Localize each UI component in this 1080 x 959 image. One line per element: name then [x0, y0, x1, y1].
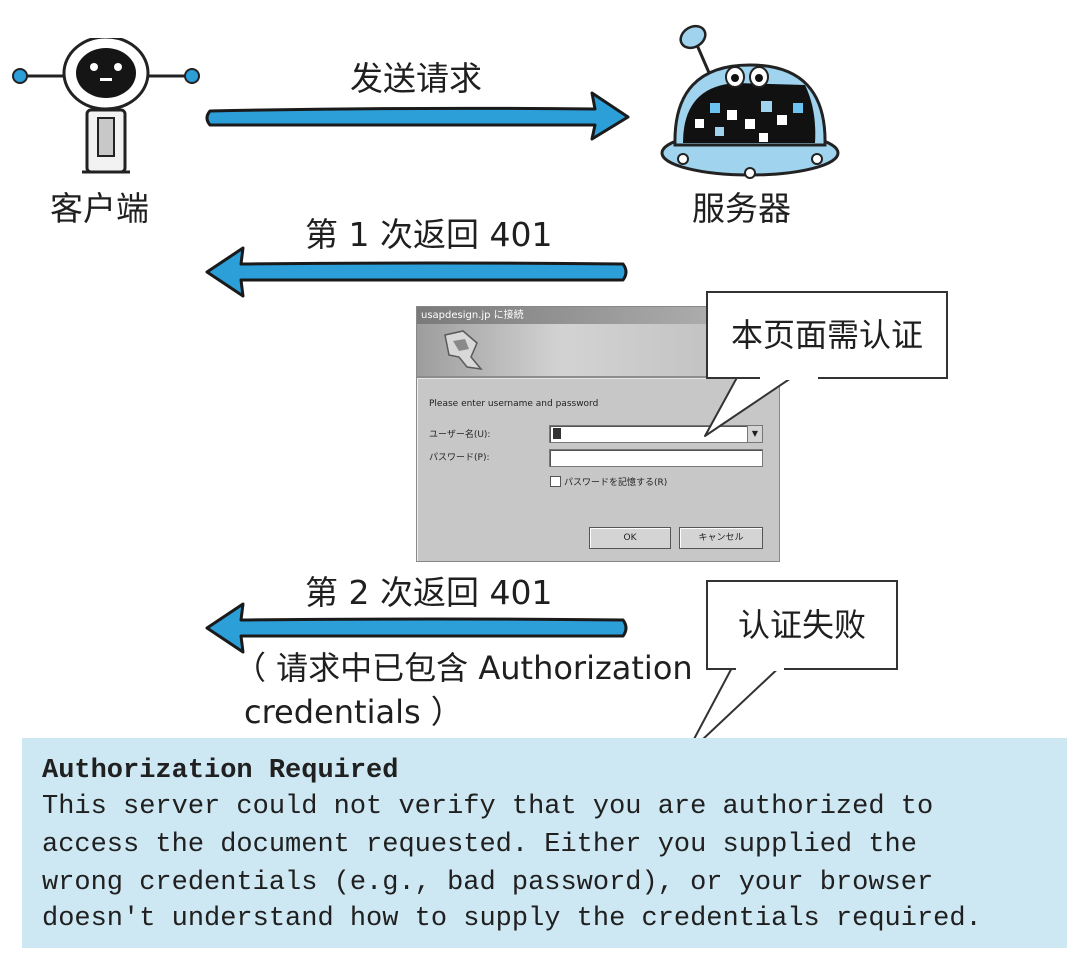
second-return-note-line2: credentials ） [244, 693, 463, 731]
ok-button[interactable]: OK [589, 527, 671, 549]
remember-checkbox[interactable] [550, 476, 561, 487]
first-return-arrow [205, 246, 628, 298]
user-icon [553, 428, 561, 439]
client-robot-icon [12, 38, 200, 174]
error-line: This server could not verify that you ar… [42, 792, 934, 822]
username-label: ユーザー名(U): [429, 430, 491, 440]
callout-auth-required-text: 本页面需认证 [730, 316, 923, 354]
error-title: Authorization Required [42, 756, 399, 786]
error-line: wrong credentials (e.g., bad password), … [42, 868, 934, 898]
dialog-title: usapdesign.jp に接続 [417, 307, 779, 324]
error-page: Authorization Required This server could… [22, 738, 1067, 948]
remember-label: パスワードを記憶する(R) [564, 478, 668, 488]
second-return-note-line1: （ 请求中已包含 Authorization [234, 649, 693, 687]
second-return-label: 第 2 次返回 401 [305, 573, 553, 612]
error-line: access the document requested. Either yo… [42, 830, 917, 860]
server-label: 服务器 [692, 189, 791, 228]
dialog-key-icon [444, 330, 483, 371]
request-arrow [205, 91, 630, 141]
dropdown-arrow-icon[interactable]: ▼ [747, 426, 762, 442]
password-field[interactable] [549, 449, 763, 467]
second-return-arrow [205, 602, 628, 654]
callout-auth-failed-text: 认证失败 [737, 606, 866, 644]
client-label: 客户端 [50, 189, 149, 228]
dialog-prompt: Please enter username and password [429, 399, 599, 409]
callout-auth-required-pointer [704, 371, 801, 437]
error-line: doesn't understand how to supply the cre… [42, 904, 982, 934]
callout-auth-failed: 认证失败 [706, 580, 898, 670]
first-return-label: 第 1 次返回 401 [305, 215, 553, 254]
callout-auth-required: 本页面需认证 [706, 291, 948, 379]
password-label: パスワード(P): [429, 453, 490, 463]
server-robot-icon [660, 24, 840, 179]
cancel-button[interactable]: キャンセル [679, 527, 763, 549]
send-request-label: 发送请求 [350, 59, 482, 98]
